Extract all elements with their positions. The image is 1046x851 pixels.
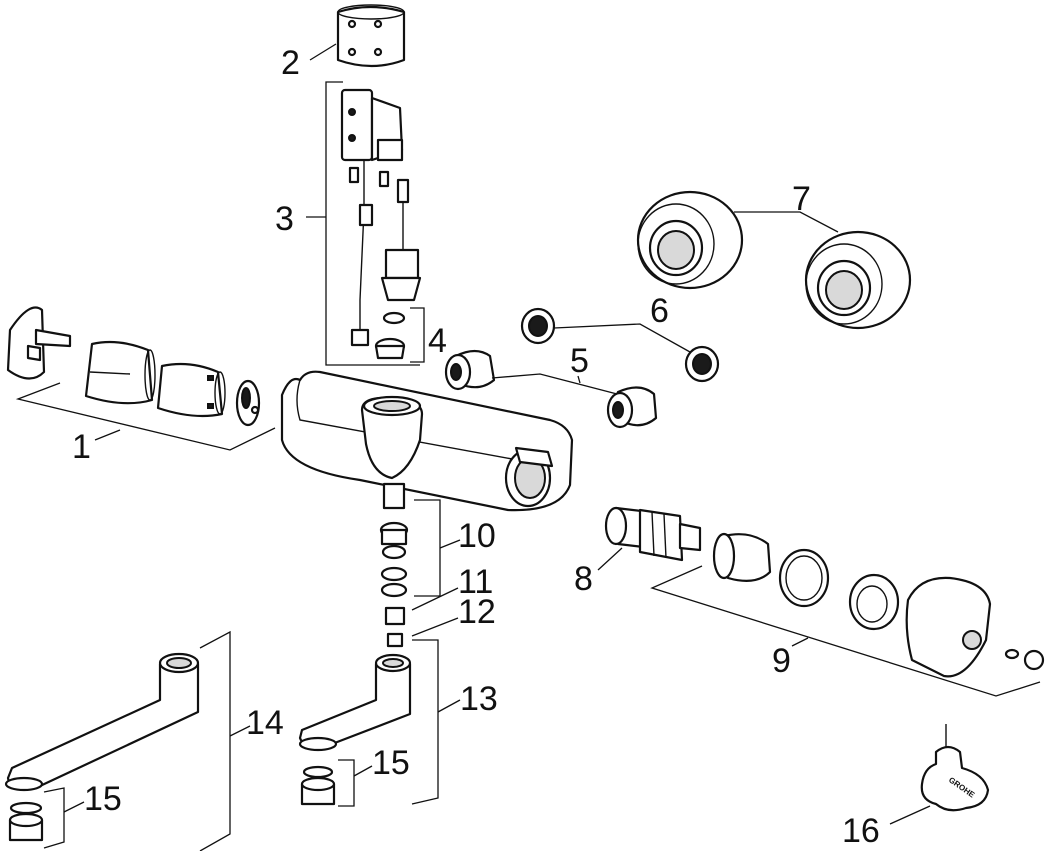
part-9-right-handle-group [712,532,1045,678]
part-16-service-key: GROHE [920,724,990,812]
label-6: 6 [650,292,669,330]
leader-5 [491,373,618,395]
leader-13 [437,699,461,713]
label-2: 2 [281,44,300,82]
leader-8 [597,547,623,571]
part-7-rosettes [636,190,912,330]
part-10-12-seal-rings [379,482,409,648]
bracket-14 [199,630,231,851]
leader-1 [94,429,121,441]
label-8: 8 [574,560,593,598]
leader-5b [577,375,581,384]
label-14: 14 [246,704,284,742]
part-6-screens [520,307,720,383]
leader-11 [411,587,459,611]
bracket-15b [338,759,355,807]
bracket-15a [43,787,65,849]
bracket-9 [650,565,1041,697]
leader-7 [734,211,839,233]
bracket-1 [15,382,276,451]
label-1: 1 [72,428,91,466]
label-4: 4 [428,322,447,360]
label-9: 9 [772,642,791,680]
part-2-cover-cap [336,4,406,68]
label-12: 12 [458,593,496,631]
bracket-13 [411,639,439,805]
leader-16 [889,805,931,825]
label-5: 5 [570,342,589,380]
label-10: 10 [458,517,496,555]
part-5-check-valves [444,349,658,429]
part-13-short-spout [298,653,412,806]
label-16: 16 [842,812,880,850]
leader-2 [309,43,337,61]
label-7: 7 [792,180,811,218]
leader-15a [63,801,85,813]
label-3: 3 [275,200,294,238]
label-15b: 15 [372,744,410,782]
label-13: 13 [460,680,498,718]
mixer-body [280,370,574,512]
leader-15b [353,765,373,777]
bracket-3 [325,81,420,366]
part-14-long-spout [4,652,200,842]
label-15a: 15 [84,780,122,818]
label-11: 11 [458,563,493,601]
part-1-left-handle-group [6,306,261,427]
leader-9 [791,637,809,647]
part-3-electronic-module [340,88,422,360]
leader-14 [229,725,251,737]
leader-10 [439,539,461,549]
leader-6 [553,323,691,353]
bracket-4 [410,307,425,363]
part-8-thermostatic-cartridge [604,506,702,562]
leader-12 [411,617,459,637]
bracket-10 [414,499,441,597]
